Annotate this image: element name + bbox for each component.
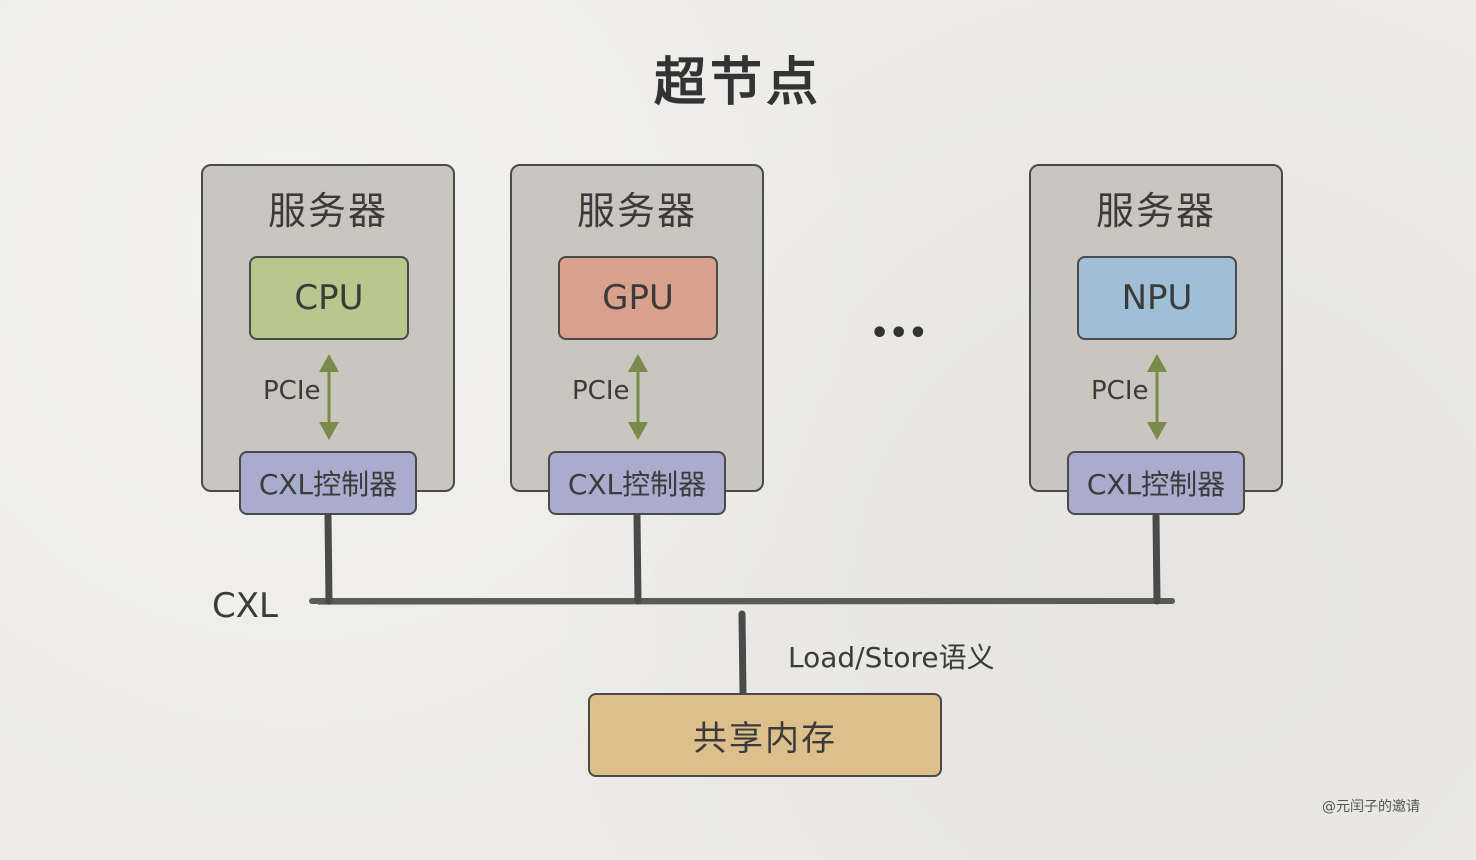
server-2-pcie-label: PCIe bbox=[572, 376, 630, 406]
more-servers-ellipsis: ••• bbox=[870, 316, 928, 351]
server-1-pcie-arrow-icon bbox=[319, 354, 339, 440]
server2-drop-line bbox=[633, 512, 642, 605]
server-1-cxl-controller: CXL控制器 bbox=[239, 451, 417, 515]
server-2-cxl-controller: CXL控制器 bbox=[548, 451, 726, 515]
server1-drop-line bbox=[324, 512, 333, 605]
server-1-title: 服务器 bbox=[267, 189, 388, 233]
server-1: 服务器 CPU PCIe bbox=[201, 164, 455, 492]
server-3-cxl-controller: CXL控制器 bbox=[1067, 451, 1245, 515]
cxl-bus-label: CXL bbox=[212, 586, 278, 626]
cpu-chip: CPU bbox=[249, 256, 409, 340]
diagram-title: 超节点 bbox=[653, 53, 822, 113]
server-3-pcie-arrow-icon bbox=[1147, 354, 1167, 440]
shared-memory-box: 共享内存 bbox=[588, 693, 942, 777]
server-2-pcie-arrow-icon bbox=[628, 354, 648, 440]
server-3-pcie-label: PCIe bbox=[1091, 376, 1149, 406]
load-store-label: Load/Store语义 bbox=[788, 641, 995, 674]
server-3-title: 服务器 bbox=[1095, 189, 1216, 233]
gpu-chip: GPU bbox=[558, 256, 718, 340]
npu-chip: NPU bbox=[1077, 256, 1237, 340]
server-2: 服务器 GPU PCIe bbox=[510, 164, 764, 492]
server3-drop-line bbox=[1152, 512, 1161, 605]
watermark: @元闰子的邀请 bbox=[1322, 799, 1420, 815]
memory-drop-line bbox=[738, 610, 747, 697]
server-1-pcie-label: PCIe bbox=[263, 376, 321, 406]
server-2-title: 服务器 bbox=[576, 189, 697, 233]
server-3: 服务器 NPU PCIe bbox=[1029, 164, 1283, 492]
